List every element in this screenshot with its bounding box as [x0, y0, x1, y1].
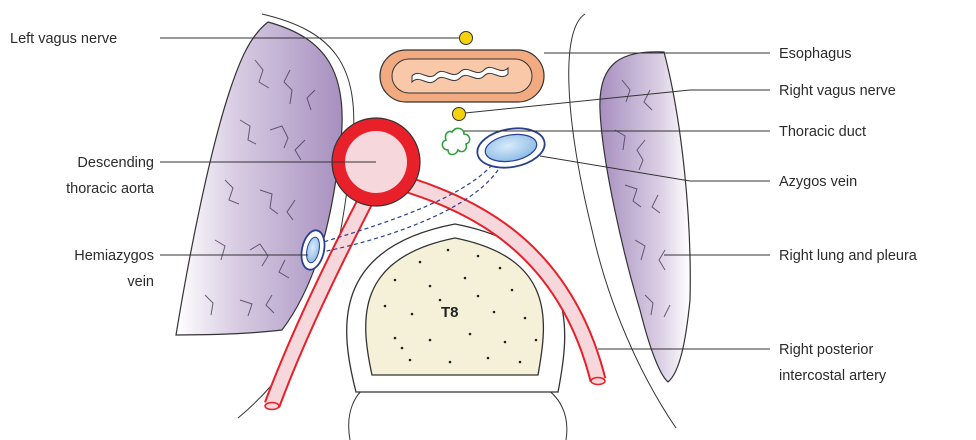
label-thoracic-duct: Thoracic duct [779, 124, 866, 140]
label-hemiazygos-line1: Hemiazygos [74, 248, 154, 264]
label-intercostal-line1: Right posterior [779, 342, 873, 358]
vertebra-label: T8 [441, 304, 459, 321]
label-esophagus: Esophagus [779, 46, 852, 62]
esophagus [380, 50, 544, 102]
label-azygos-vein: Azygos vein [779, 174, 857, 190]
label-hemiazygos-line2: vein [127, 274, 154, 290]
thoracic-duct [442, 128, 469, 154]
right-vagus-nerve [453, 108, 466, 121]
label-aorta-line2: thoracic aorta [66, 181, 155, 197]
right-lung [600, 52, 690, 382]
left-vagus-nerve [460, 32, 473, 45]
label-intercostal-line2: intercostal artery [779, 368, 887, 384]
label-right-vagus-nerve: Right vagus nerve [779, 83, 896, 99]
label-left-vagus-nerve: Left vagus nerve [10, 31, 117, 47]
vertebral-arch-outline [349, 385, 567, 440]
label-aorta-line1: Descending [77, 155, 154, 171]
label-right-lung-and-pleura: Right lung and pleura [779, 248, 918, 264]
